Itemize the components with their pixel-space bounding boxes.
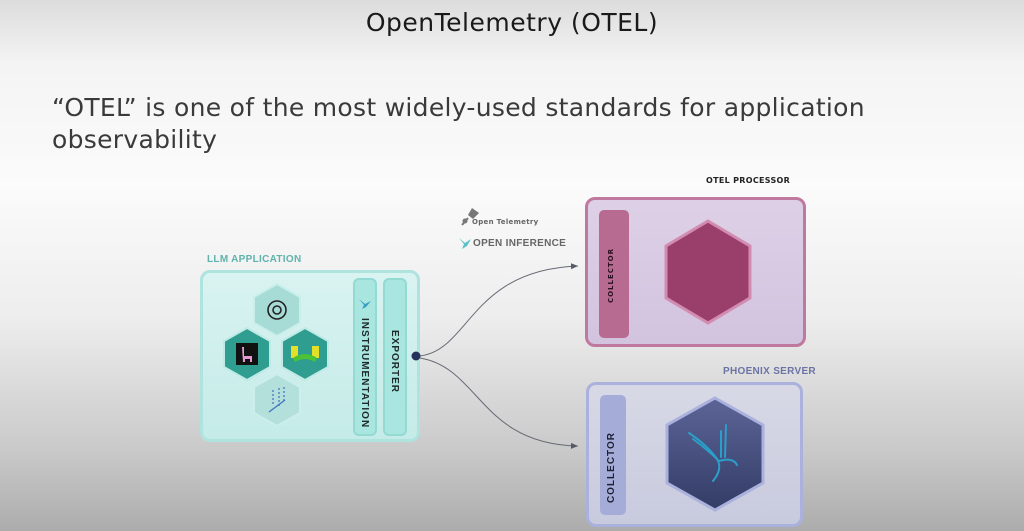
huggingface-hex [281, 326, 329, 382]
llamaindex-hex [223, 326, 271, 382]
otel-processor-label: OTEL PROCESSOR [706, 176, 791, 185]
dspy-icon [268, 387, 286, 413]
exporter-label: EXPORTER [389, 330, 400, 394]
otel-collector [599, 210, 629, 338]
instrumentation-pillar [353, 278, 377, 436]
slide-title: OpenTelemetry (OTEL) [365, 8, 659, 37]
llm-application-label: LLM APPLICATION [207, 254, 302, 265]
openai-hex [253, 282, 301, 338]
opentelemetry-logo-icon [461, 208, 479, 226]
dspy-hex [253, 372, 301, 428]
connector-to-phoenix [419, 357, 579, 449]
llamaindex-icon [242, 347, 252, 362]
phoenix-hex [665, 396, 765, 512]
openinference-logo-text: OPEN INFERENCE [473, 238, 567, 249]
slide-subtitle: “OTEL” is one of the most widely-used st… [52, 93, 865, 154]
huggingface-icon [291, 346, 319, 362]
instrumentation-label: INSTRUMENTATION [359, 318, 370, 429]
exporter-pillar [383, 278, 407, 436]
phoenix-collector-label: COLLECTOR [606, 432, 617, 504]
exporter-node [411, 351, 421, 361]
phoenix-server-label: PHOENIX SERVER [723, 366, 816, 377]
phoenix-bird-icon [688, 424, 738, 482]
phoenix-collector [600, 395, 626, 515]
otel-collector-label: COLLECTOR [607, 248, 615, 304]
openai-icon [267, 300, 287, 320]
connector-to-otel [419, 263, 579, 357]
otel-processor-hex [664, 219, 752, 325]
openinference-bird-icon [359, 299, 371, 309]
openinference-logo-icon [459, 238, 471, 249]
opentelemetry-logo-text: Open Telemetry [472, 218, 539, 226]
